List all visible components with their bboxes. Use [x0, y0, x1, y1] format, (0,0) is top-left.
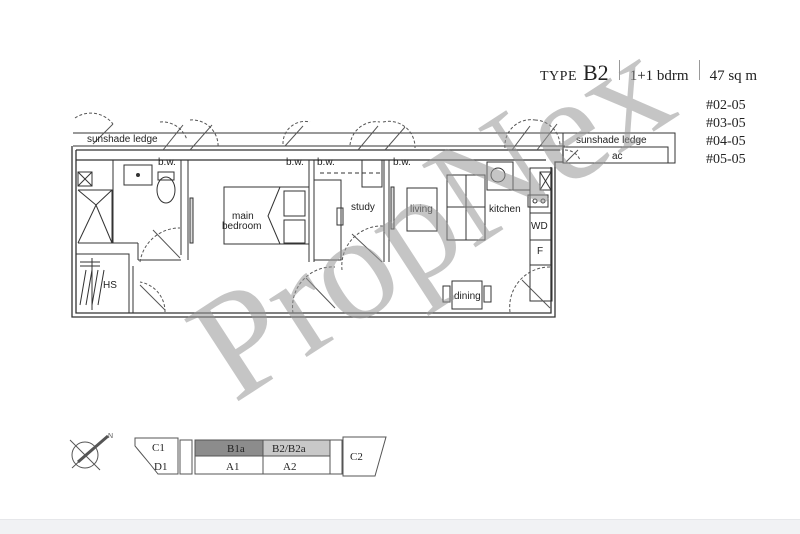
key-plan — [134, 436, 387, 477]
north-compass-icon: N — [69, 433, 113, 471]
keyplan-unit-d1: D1 — [154, 461, 167, 473]
footer-bar — [0, 519, 800, 534]
living-kitchen — [406, 161, 553, 310]
washer-dryer-label: WD — [531, 221, 548, 232]
unit-type-header: TYPE B2 1+1 bdrm 47 sq m — [540, 60, 757, 86]
divider — [698, 60, 700, 80]
keyplan-unit-a1: A1 — [226, 461, 239, 473]
bathroom — [77, 160, 194, 261]
kitchen-label: kitchen — [489, 204, 521, 215]
dining-label: dining — [454, 291, 481, 302]
bay-window-label: b.w. — [286, 157, 304, 168]
unit-area: 47 sq m — [709, 68, 758, 84]
unit-number: #05-05 — [706, 152, 746, 167]
study-label: study — [351, 202, 375, 213]
door-swings — [74, 112, 581, 314]
sunshade-ledge-label: sunshade ledge — [87, 134, 158, 145]
type-code: B2 — [583, 60, 609, 85]
keyplan-unit-c1: C1 — [152, 442, 165, 454]
sunshade-ledge-label: sunshade ledge — [576, 135, 647, 146]
household-shelter — [75, 253, 134, 314]
unit-number: #03-05 — [706, 116, 746, 131]
living-label: living — [410, 204, 433, 215]
ac-ledge-label: ac — [612, 151, 623, 162]
svg-text:N: N — [108, 433, 113, 440]
keyplan-unit-b1a: B1a — [227, 443, 245, 455]
bedroom-count: 1+1 bdrm — [629, 68, 689, 84]
fridge-label: F — [537, 246, 543, 257]
bay-window-label: b.w. — [317, 157, 335, 168]
household-shelter-label: HS — [103, 280, 117, 291]
unit-number: #02-05 — [706, 98, 746, 113]
keyplan-unit-c2: C2 — [350, 451, 363, 463]
main-bedroom-label: bedroom — [222, 221, 261, 232]
bay-window-label: b.w. — [393, 157, 411, 168]
divider — [618, 60, 620, 80]
unit-numbers-list: #02-05 #03-05 #04-05 #05-05 — [706, 97, 746, 169]
unit-number: #04-05 — [706, 134, 746, 149]
keyplan-unit-b2-b2a: B2/B2a — [272, 443, 306, 455]
type-label: TYPE — [540, 69, 577, 84]
study — [313, 159, 395, 262]
keyplan-unit-a2: A2 — [283, 461, 296, 473]
main-bedroom-label: main — [232, 211, 254, 222]
bay-window-label: b.w. — [158, 157, 176, 168]
